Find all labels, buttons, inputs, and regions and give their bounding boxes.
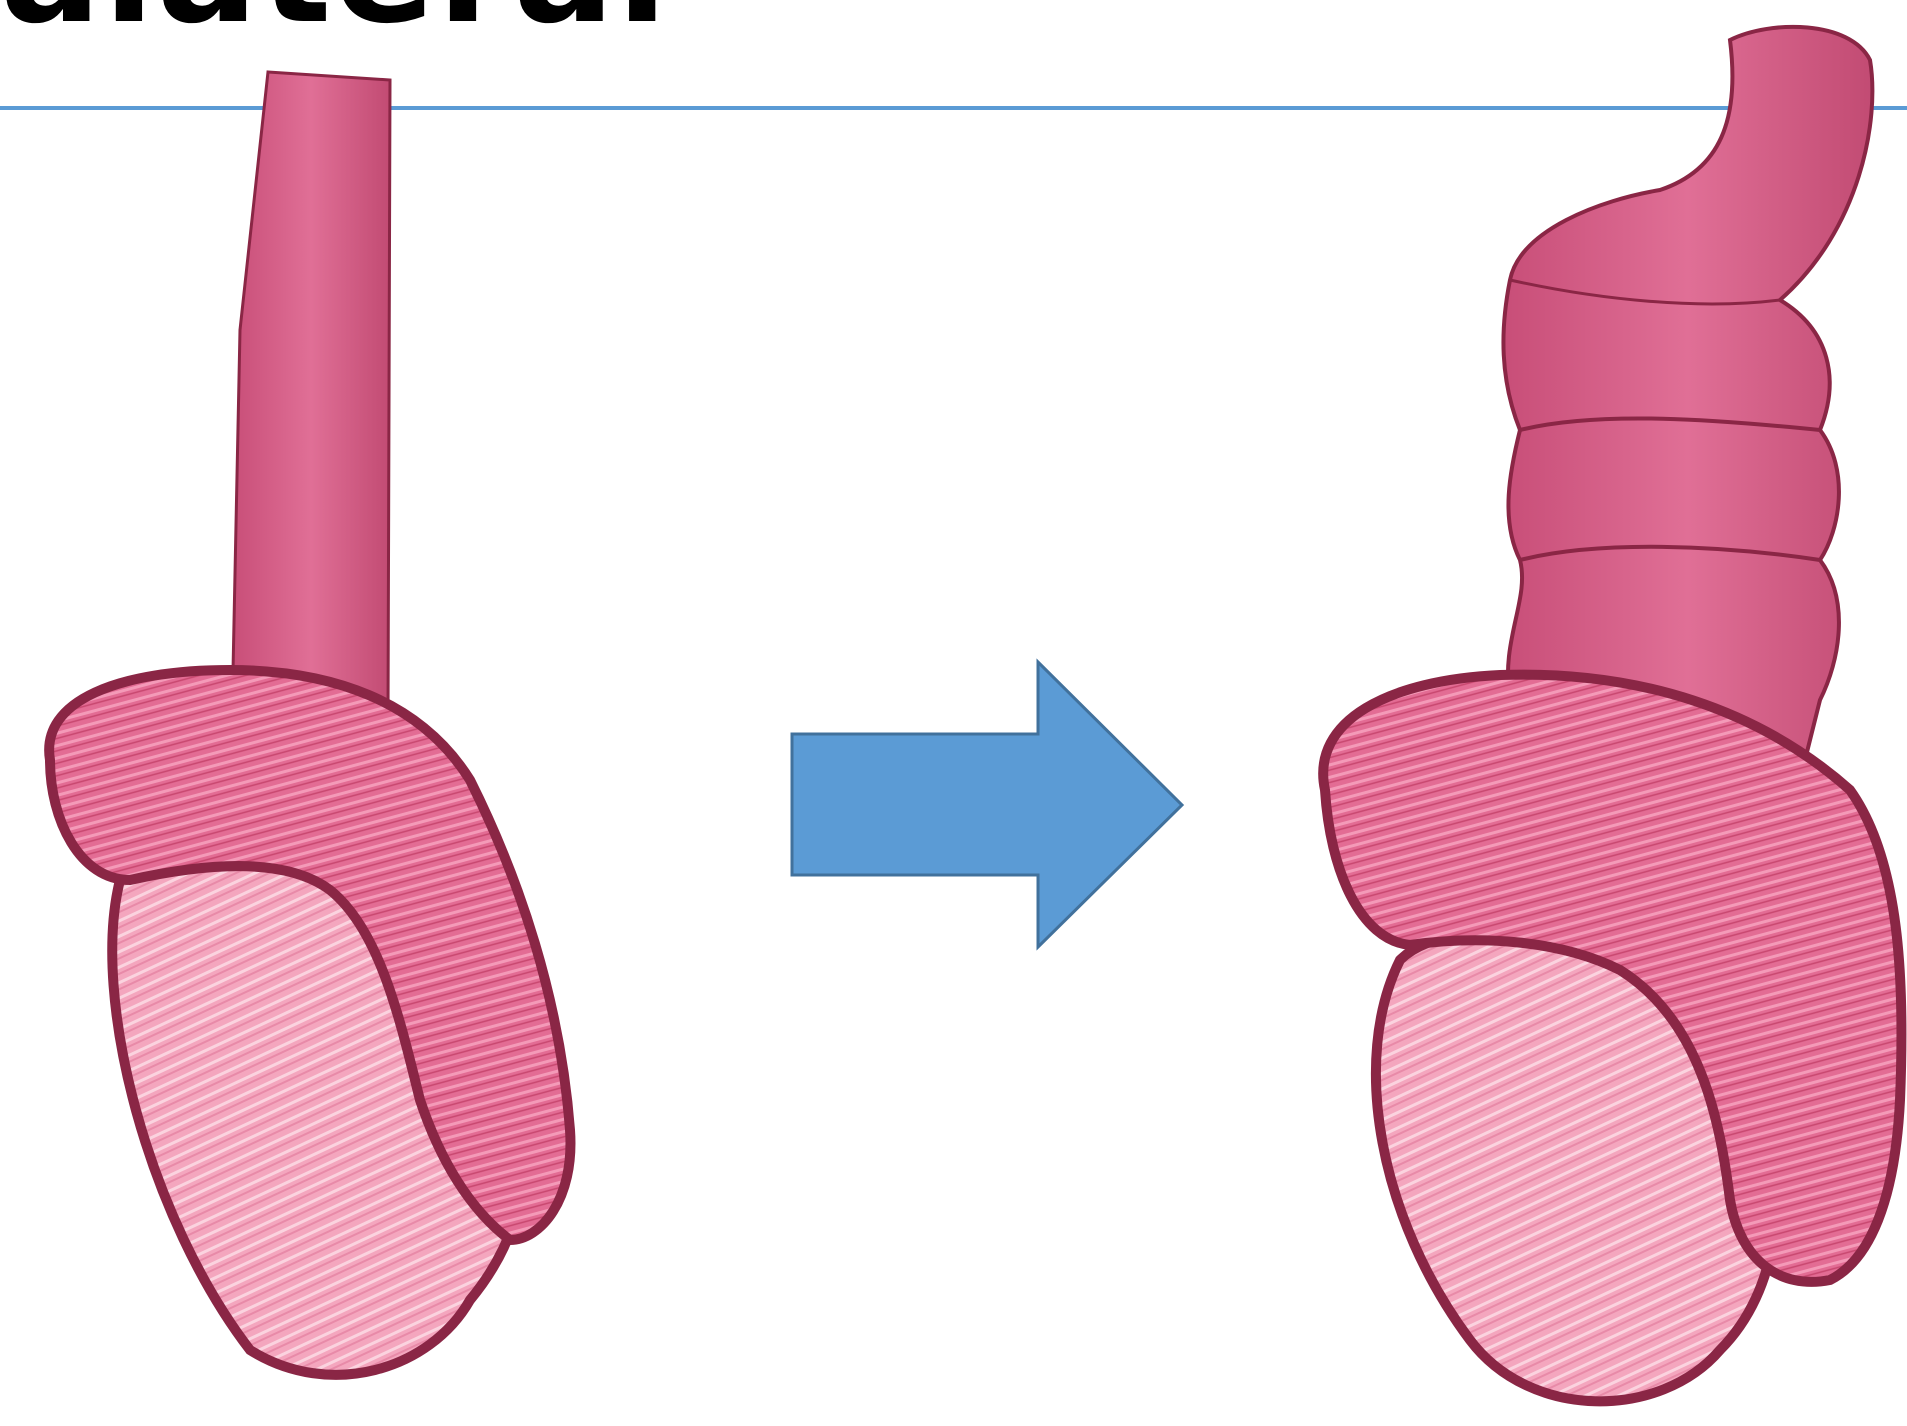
- spermatic-cord-straight: [232, 72, 390, 720]
- varicocele-testis-illustration: [1323, 27, 1901, 1401]
- right-arrow-icon: [792, 662, 1182, 947]
- dilated-veins-cord: [1503, 27, 1872, 760]
- normal-testis-illustration: [49, 72, 570, 1375]
